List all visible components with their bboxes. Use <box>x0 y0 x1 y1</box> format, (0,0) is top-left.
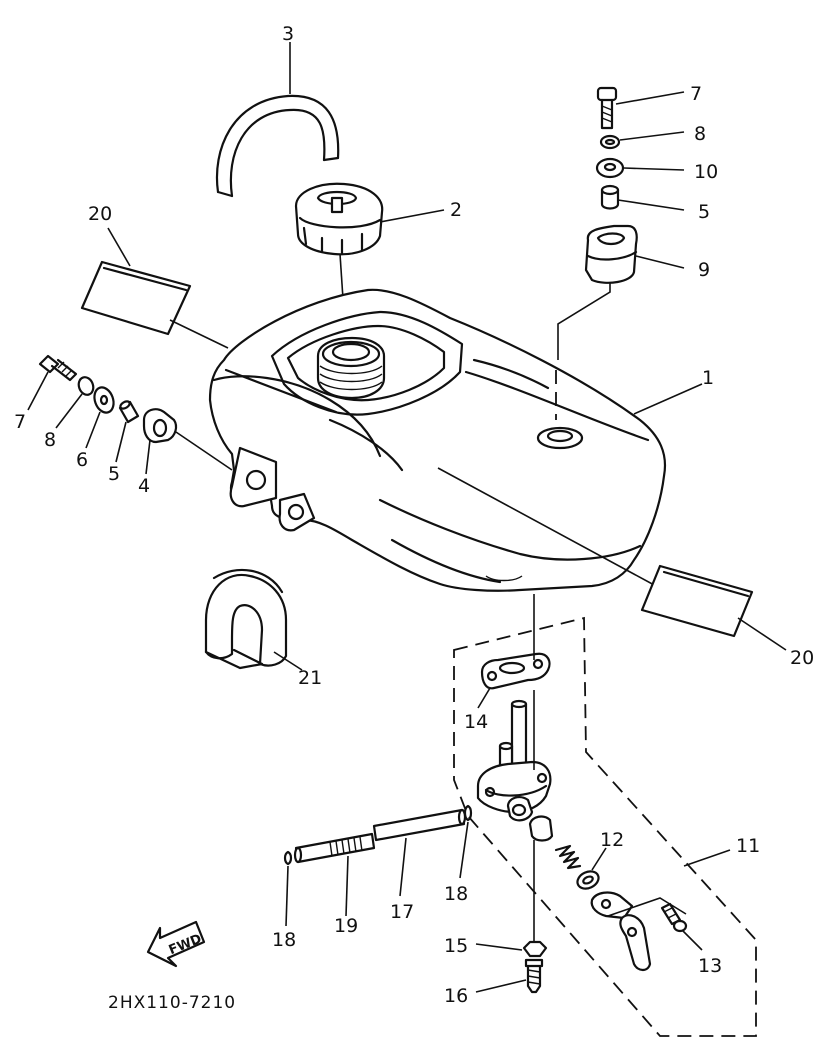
callout-8-left: 8 <box>44 429 56 451</box>
part-21-u-rubber <box>204 568 288 670</box>
part-7-bolt-left <box>38 354 78 382</box>
part-13-screw <box>660 902 688 933</box>
callout-3: 3 <box>282 23 294 45</box>
callout-6: 6 <box>76 449 88 471</box>
callout-14: 14 <box>464 711 488 733</box>
callout-21: 21 <box>298 667 322 689</box>
callout-13: 13 <box>698 955 722 977</box>
part-8-washer-left <box>77 376 95 396</box>
part-8-washer-top <box>599 134 621 150</box>
part-18-clip-right <box>463 804 473 822</box>
part-5-collar-top <box>600 184 620 210</box>
callout-11: 11 <box>736 835 760 857</box>
callout-5-left: 5 <box>108 463 120 485</box>
part-20-label-upper <box>80 260 192 336</box>
callout-19: 19 <box>334 915 358 937</box>
diagram-code: 2HX110-7210 <box>108 993 236 1013</box>
callout-5-top: 5 <box>698 201 710 223</box>
part-16-bolt <box>524 958 544 994</box>
callout-4: 4 <box>138 475 150 497</box>
part-18-clip-left <box>283 850 293 866</box>
part-15-nut <box>522 940 548 958</box>
part-1-fuel-tank <box>208 288 666 592</box>
callout-18-right: 18 <box>444 883 468 905</box>
callout-9: 9 <box>698 259 710 281</box>
callout-20-upper: 20 <box>88 203 112 225</box>
part-9-damper <box>584 224 638 284</box>
part-2-filler-cap <box>294 182 384 256</box>
callout-16: 16 <box>444 985 468 1007</box>
callout-1: 1 <box>702 367 714 389</box>
part-3-breather-hose <box>215 94 340 198</box>
callout-12: 12 <box>600 829 624 851</box>
part-17-fuel-hose <box>372 808 467 842</box>
part-14-gasket <box>480 652 551 690</box>
fuel-cock-spring <box>554 844 582 870</box>
callout-10: 10 <box>694 161 718 183</box>
part-10-washer <box>595 157 625 179</box>
part-20-label-lower <box>640 564 754 638</box>
part-12-o-ring <box>576 870 600 890</box>
callout-2: 2 <box>450 199 462 221</box>
callout-17: 17 <box>390 901 414 923</box>
callout-7-left: 7 <box>14 411 26 433</box>
callout-7-top: 7 <box>690 83 702 105</box>
part-7-bolt-top <box>596 86 618 130</box>
fwd-arrow-icon: FWD <box>146 920 206 968</box>
part-6-washer <box>93 386 115 414</box>
part-5-collar-left <box>118 400 140 424</box>
callout-20-lower: 20 <box>790 647 814 669</box>
callout-15: 15 <box>444 935 468 957</box>
callout-8-top: 8 <box>694 123 706 145</box>
part-19-hose-fitting <box>293 832 376 864</box>
part-4-damper-left <box>142 408 178 444</box>
callout-18-left: 18 <box>272 929 296 951</box>
fuel-cock-assembly <box>476 699 554 842</box>
